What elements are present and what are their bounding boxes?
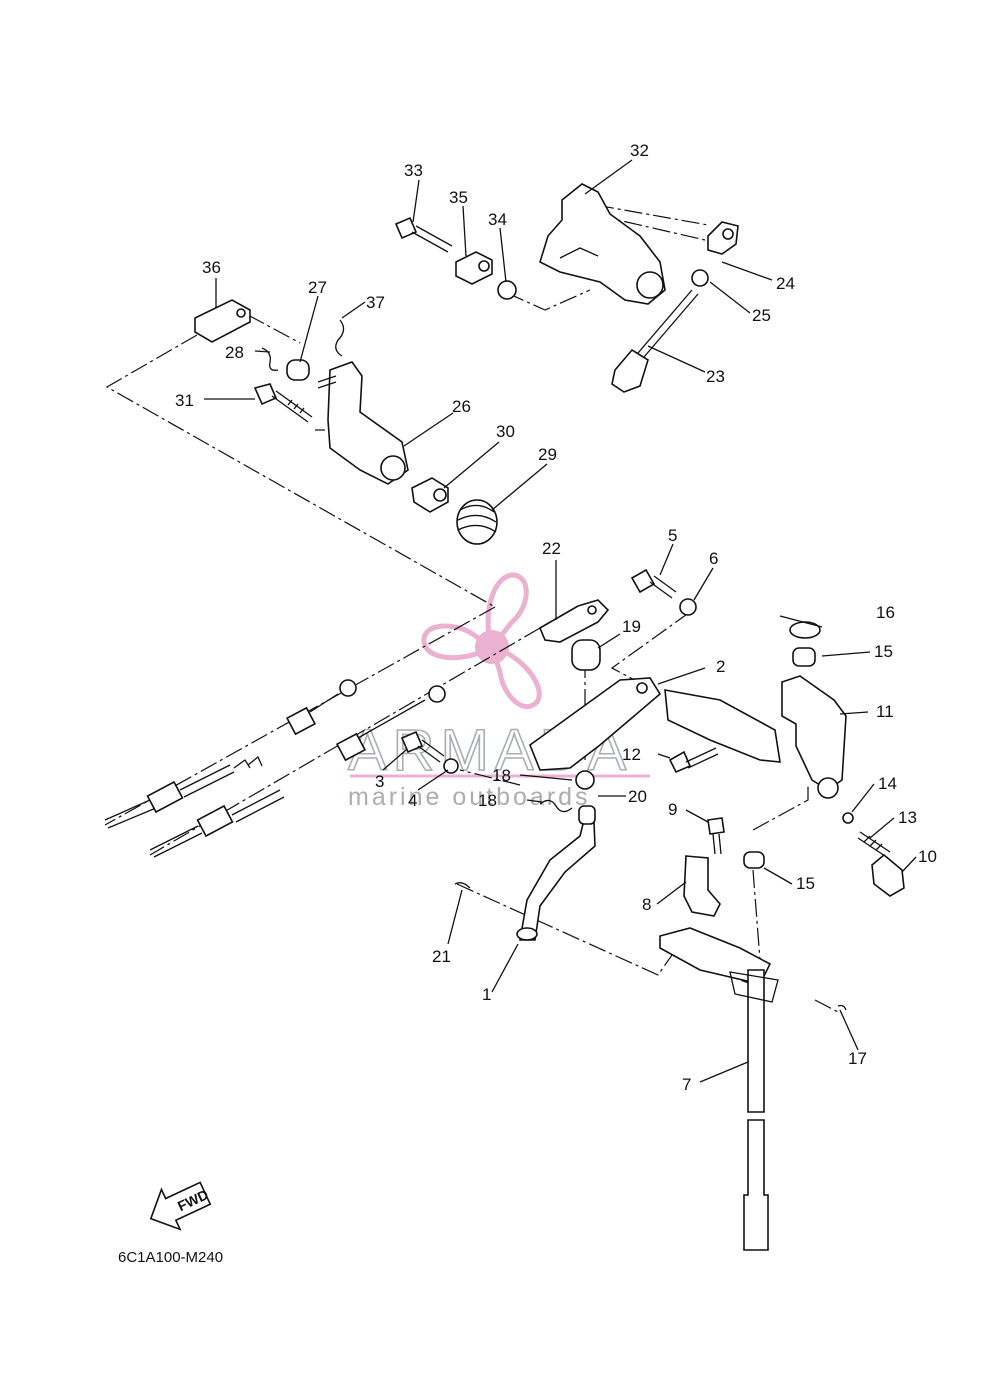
part-25-nut xyxy=(691,269,709,287)
remote-control-cables xyxy=(104,679,446,858)
part-20-washer xyxy=(575,770,595,790)
fwd-arrow-icon: FWD xyxy=(149,1181,212,1231)
part-17-clip xyxy=(837,1004,847,1011)
callout-34: 34 xyxy=(488,210,507,229)
part-15-bushing-top xyxy=(792,647,816,667)
callout-1: 1 xyxy=(482,985,491,1004)
watermark-logo: ARMADA marine outboards xyxy=(347,572,650,811)
callout-11: 11 xyxy=(876,702,894,721)
callout-labels: 1 2 3 4 5 6 7 8 9 10 11 12 13 14 15 15 1… xyxy=(175,141,937,1094)
part-30-bushing xyxy=(411,477,449,513)
callout-31: 31 xyxy=(175,391,194,410)
part-2-shift-arm xyxy=(529,677,662,771)
part-16-washer xyxy=(789,621,821,639)
part-shift-plate xyxy=(659,927,772,985)
part-19-bushing xyxy=(571,639,601,671)
callout-30: 30 xyxy=(496,422,515,441)
propeller-icon xyxy=(421,572,542,710)
part-27-collar xyxy=(286,359,310,381)
callout-16: 16 xyxy=(876,603,895,622)
callout-8: 8 xyxy=(642,895,651,914)
part-34-washer xyxy=(497,280,517,300)
callout-14: 14 xyxy=(878,774,897,793)
diagram-code: 6C1A100-M240 xyxy=(118,1249,223,1266)
part-37-clip xyxy=(335,319,345,357)
callout-3: 3 xyxy=(375,772,384,791)
callout-6: 6 xyxy=(709,549,718,568)
part-28-clip xyxy=(261,347,279,371)
callout-15-bottom: 15 xyxy=(796,874,815,893)
part-3-bolt xyxy=(400,730,445,763)
callout-36: 36 xyxy=(202,258,221,277)
callout-13: 13 xyxy=(898,808,917,827)
part-5-bolt xyxy=(630,568,677,599)
part-10-plunger xyxy=(871,853,905,897)
callout-10: 10 xyxy=(918,847,937,866)
callout-32: 32 xyxy=(630,141,649,160)
part-8-lever xyxy=(683,855,721,917)
part-35-bushing xyxy=(455,251,493,285)
part-4-washer xyxy=(443,758,459,774)
part-plate xyxy=(664,689,781,763)
part-13-spring xyxy=(857,831,891,859)
callout-24: 24 xyxy=(776,274,795,293)
callout-29: 29 xyxy=(538,445,557,464)
callout-21: 21 xyxy=(432,947,451,966)
part-21-clip xyxy=(454,882,471,889)
callout-25: 25 xyxy=(752,306,771,325)
callout-35: 35 xyxy=(449,188,468,207)
callout-20: 20 xyxy=(628,787,647,806)
callout-15-top: 15 xyxy=(874,642,893,661)
part-15-bushing-bottom xyxy=(743,851,765,869)
part-29-spring xyxy=(456,499,498,545)
part-22-joint xyxy=(538,599,610,643)
part-11-bracket xyxy=(781,675,847,799)
watermark-tagline: marine outboards xyxy=(348,783,591,811)
callout-12: 12 xyxy=(622,745,641,764)
leader-lines xyxy=(204,159,917,1083)
callout-18-upper: 18 xyxy=(492,766,511,785)
part-18-clip xyxy=(539,799,573,813)
part-6-washer xyxy=(679,598,697,616)
callout-37: 37 xyxy=(366,293,385,312)
callout-17: 17 xyxy=(848,1049,867,1068)
callout-28: 28 xyxy=(225,343,244,362)
callout-33: 33 xyxy=(404,161,423,180)
part-24-joint xyxy=(707,221,739,255)
part-33-bolt xyxy=(394,216,453,253)
callout-4: 4 xyxy=(408,791,417,810)
part-1-link xyxy=(516,805,596,941)
callout-22: 22 xyxy=(542,539,561,558)
part-32-bracket xyxy=(539,183,666,305)
part-12-screw xyxy=(668,747,719,774)
callout-5: 5 xyxy=(668,526,677,545)
callout-18-lower: 18 xyxy=(478,791,497,810)
part-23-rod xyxy=(611,289,699,393)
part-9-screw xyxy=(707,817,725,855)
callout-27: 27 xyxy=(308,278,327,297)
callout-23: 23 xyxy=(706,367,725,386)
callout-2: 2 xyxy=(716,657,725,676)
callout-19: 19 xyxy=(622,617,641,636)
part-36-joint xyxy=(194,299,251,343)
callout-9: 9 xyxy=(668,800,677,819)
part-14-ball xyxy=(842,812,854,824)
callout-7: 7 xyxy=(682,1075,691,1094)
part-7-shift-rod xyxy=(729,969,779,1251)
part-31-bolt xyxy=(253,383,313,423)
part-26-lever xyxy=(317,361,409,485)
callout-26: 26 xyxy=(452,397,471,416)
